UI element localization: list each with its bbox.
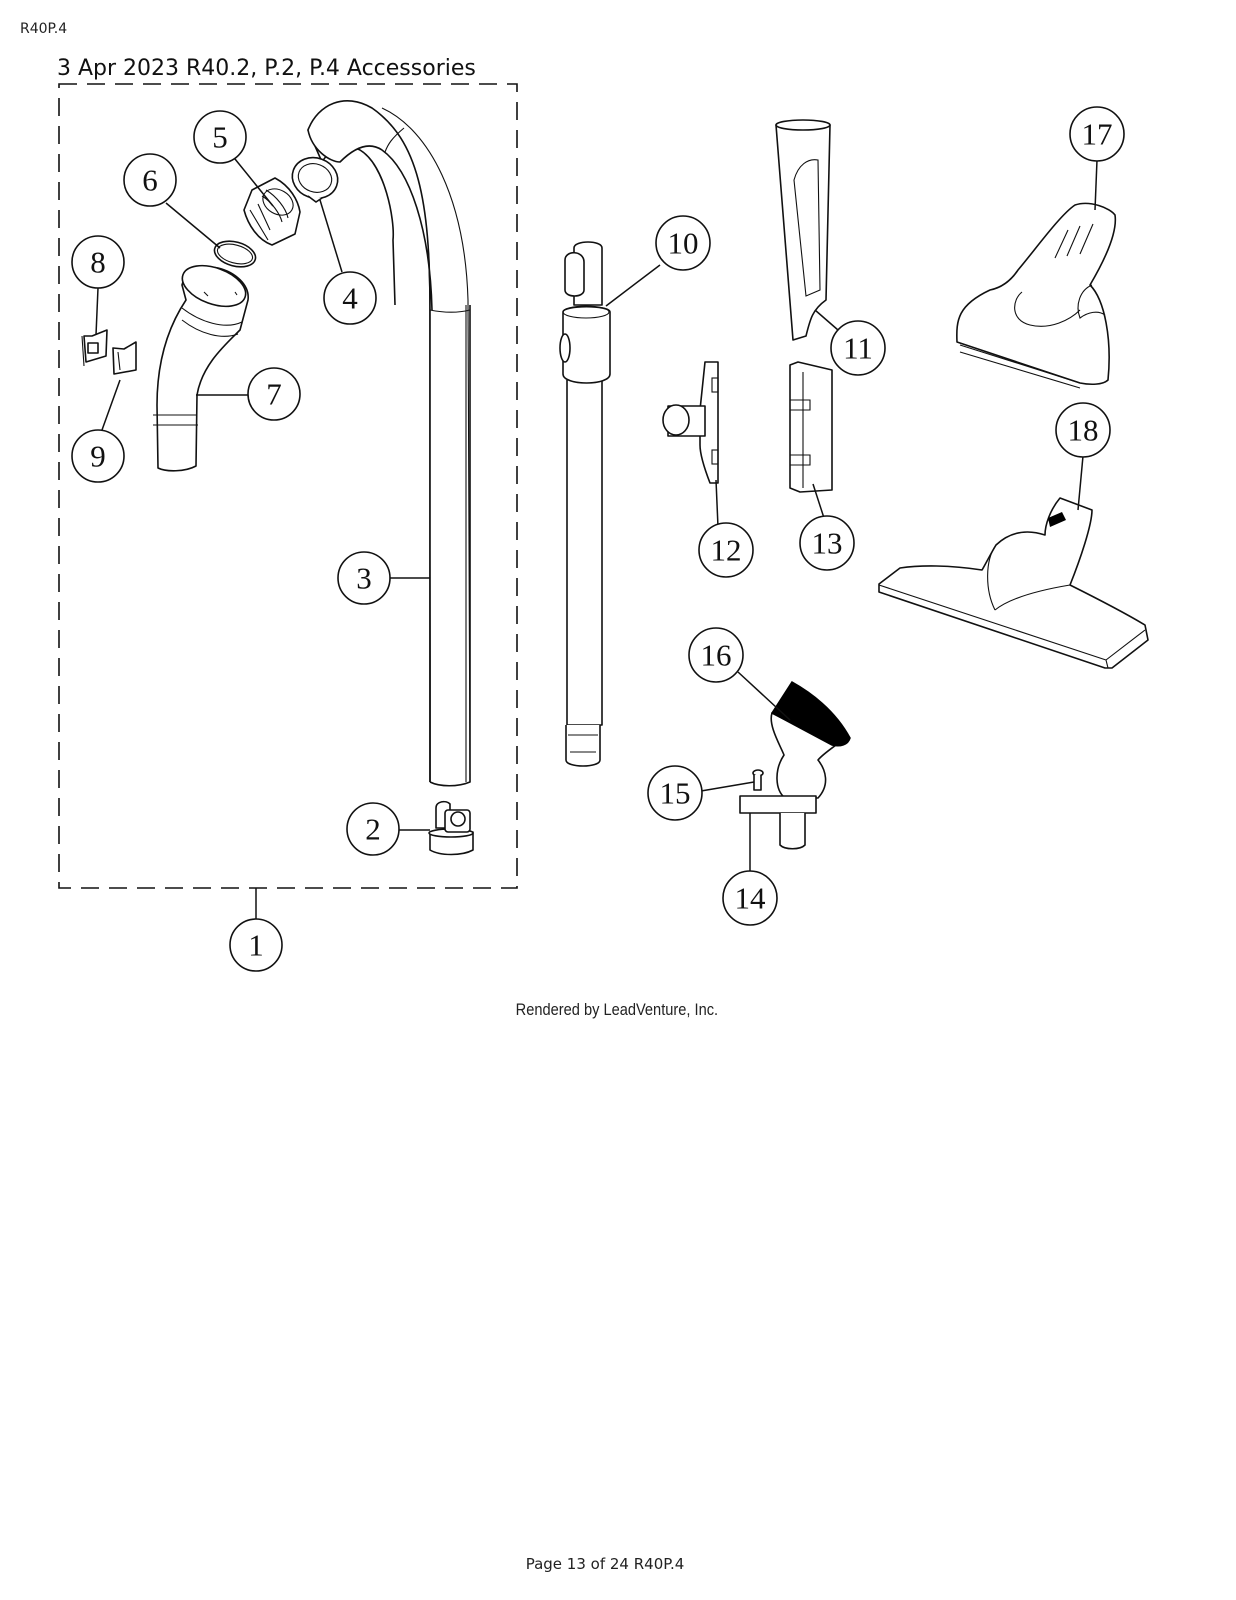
floor-nozzle-drawing	[878, 497, 1149, 669]
clip-spring-drawing	[112, 341, 137, 375]
callout-8[interactable]: 8	[71, 235, 125, 289]
leader-6	[165, 202, 221, 249]
callout-1[interactable]: 1	[229, 918, 283, 972]
upholstery-tool-drawing	[662, 361, 719, 484]
callout-18[interactable]: 18	[1055, 402, 1111, 458]
leader-10	[605, 264, 661, 307]
callout-13[interactable]: 13	[799, 515, 855, 571]
turbo-brush-drawing	[956, 202, 1117, 389]
callout-number: 2	[365, 812, 381, 847]
callout-17[interactable]: 17	[1069, 106, 1125, 162]
callout-16[interactable]: 16	[688, 627, 744, 683]
hose-ring-connector-drawing	[291, 156, 339, 203]
leader-11	[814, 309, 839, 331]
leader-8	[95, 287, 99, 336]
leader-9	[101, 379, 121, 431]
leader-17	[1094, 159, 1098, 211]
callout-number: 16	[701, 638, 732, 673]
tool-clip-holder-drawing	[789, 361, 833, 493]
callout-6[interactable]: 6	[123, 153, 177, 207]
leader-5	[234, 158, 274, 207]
callout-number: 6	[142, 163, 158, 198]
diagram-title: 3 Apr 2023 R40.2, P.2, P.4 Accessories	[57, 56, 476, 81]
leader-16	[737, 671, 791, 721]
callout-14[interactable]: 14	[722, 870, 778, 926]
dusting-brush-drawing	[739, 681, 851, 850]
callout-number: 8	[90, 245, 106, 280]
callout-number: 11	[843, 331, 873, 366]
callout-number: 15	[660, 776, 691, 811]
clip-latch-drawing	[81, 329, 108, 367]
crevice-tool-drawing	[775, 119, 831, 341]
callout-number: 10	[668, 226, 699, 261]
leader-13	[812, 483, 825, 519]
callout-15[interactable]: 15	[647, 765, 703, 821]
callout-number: 7	[266, 377, 282, 412]
hose-swivel-end-drawing	[428, 800, 474, 856]
threaded-cuff-drawing	[243, 177, 301, 246]
page-label: Page 13 of 24 R40P.4	[525, 1555, 685, 1573]
callout-4[interactable]: 4	[323, 271, 377, 325]
screw-drawing	[752, 769, 764, 791]
callout-number: 4	[342, 281, 358, 316]
hose-assembly-group-box	[58, 83, 518, 889]
page-code: R40P.4	[20, 21, 68, 37]
callout-number: 5	[212, 120, 228, 155]
callout-number: 9	[90, 439, 106, 474]
leader-18	[1077, 455, 1084, 511]
curved-handle-wand-drawing	[153, 264, 249, 472]
leader-12	[715, 479, 719, 528]
leader-15	[700, 781, 755, 792]
o-ring-seal-drawing	[213, 240, 257, 268]
callout-number: 18	[1068, 413, 1099, 448]
leader-4	[319, 199, 343, 273]
callout-number: 14	[735, 881, 767, 916]
callout-number: 1	[248, 928, 264, 963]
callout-11[interactable]: 11	[830, 320, 886, 376]
callout-3[interactable]: 3	[337, 551, 391, 605]
callout-number: 3	[356, 561, 372, 596]
callout-9[interactable]: 9	[71, 429, 125, 483]
leader-lines	[95, 158, 1098, 920]
callout-5[interactable]: 5	[193, 110, 247, 164]
flexible-hose-drawing	[307, 99, 471, 787]
render-credit: Rendered by LeadVenture, Inc.	[515, 1000, 719, 1019]
callout-number: 17	[1082, 117, 1113, 152]
callout-7[interactable]: 7	[247, 367, 301, 421]
callout-number: 13	[812, 526, 843, 561]
page-footer: Page 13 of 24 R40P.4	[0, 1555, 1236, 1573]
o-ring-inner	[216, 243, 254, 265]
callout-12[interactable]: 12	[698, 522, 754, 578]
telescopic-wand-drawing	[559, 241, 611, 767]
callout-number: 12	[711, 533, 742, 568]
callout-2[interactable]: 2	[346, 802, 400, 856]
callout-10[interactable]: 10	[655, 215, 711, 271]
